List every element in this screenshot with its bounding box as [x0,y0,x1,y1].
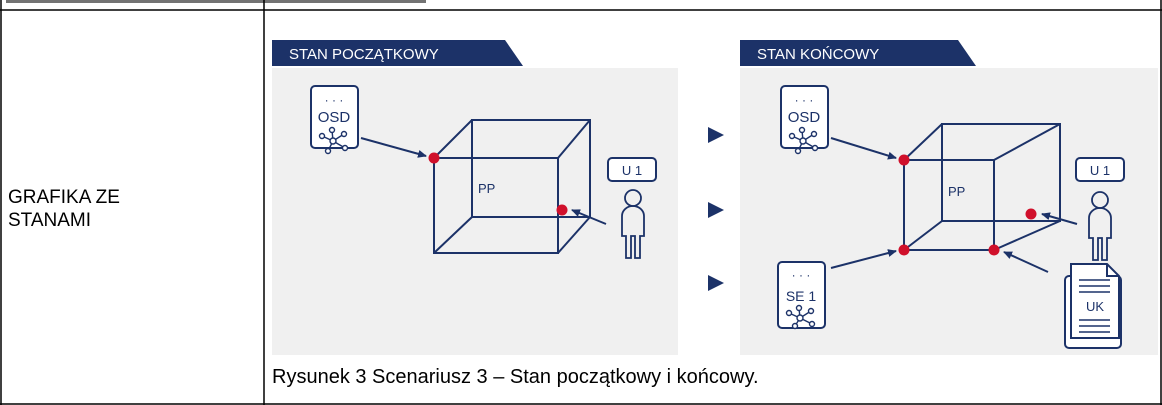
initial-cube [433,119,591,254]
final-connection-point [898,154,910,166]
initial-osd-system: · · · OSD [310,85,359,155]
initial-connection-point [428,152,440,164]
final-cube [903,123,1061,251]
final-document-arrow [1003,251,1049,273]
final-state-header: STAN KOŃCOWY [757,46,879,63]
final-state-panel: STAN KOŃCOWY · · · OSD PP [740,40,1158,355]
final-user-tag [1075,157,1125,182]
person-icon [621,189,645,259]
row-label-line2: STANAMI [8,210,92,231]
arrow-right-icon [708,127,724,143]
initial-user-tag [607,157,657,182]
initial-state-panel: STAN POCZĄTKOWY · · · OSD PP [272,40,678,355]
final-cube-label: PP [948,184,965,199]
initial-osd-label: OSD [318,109,351,126]
network-icon [788,126,819,155]
row-label: GRAFIKA ZE STANAMI [8,186,120,232]
network-icon [318,126,349,155]
final-connection-point [1025,208,1037,220]
initial-connection-point [556,204,568,216]
final-document-label: UK [1086,299,1104,314]
initial-osd-arrow [360,137,427,158]
final-osd-dots: · · · [795,93,814,107]
final-entity-arrow [830,249,897,269]
initial-user-arrow [571,209,607,225]
final-connection-point [898,244,910,256]
final-connection-point [988,244,1000,256]
final-osd-label: OSD [788,109,821,126]
final-state-header-bg [740,40,976,66]
initial-osd-dots: · · · [325,93,344,107]
document-icon: UK [1064,263,1122,349]
initial-state-header: STAN POCZĄTKOWY [289,46,439,63]
network-icon [785,304,816,330]
initial-user-label: U 1 [622,163,642,178]
final-se1-dots: · · · [792,268,811,282]
final-osd-arrow [830,137,897,160]
transition-arrows [708,127,724,291]
initial-cube-label: PP [478,181,495,196]
final-se1-label: SE 1 [786,288,817,304]
figure-caption: Rysunek 3 Scenariusz 3 – Stan początkowy… [272,366,759,388]
arrow-right-icon [708,202,724,218]
final-user-arrow [1041,212,1078,225]
row-label-line1: GRAFIKA ZE [8,187,120,208]
final-se1-entity: · · · SE 1 [777,261,826,330]
person-icon [1088,191,1112,261]
final-osd-system: · · · OSD [780,85,829,155]
initial-state-header-bg [272,40,523,66]
final-user-label: U 1 [1090,163,1110,178]
arrow-right-icon [708,275,724,291]
